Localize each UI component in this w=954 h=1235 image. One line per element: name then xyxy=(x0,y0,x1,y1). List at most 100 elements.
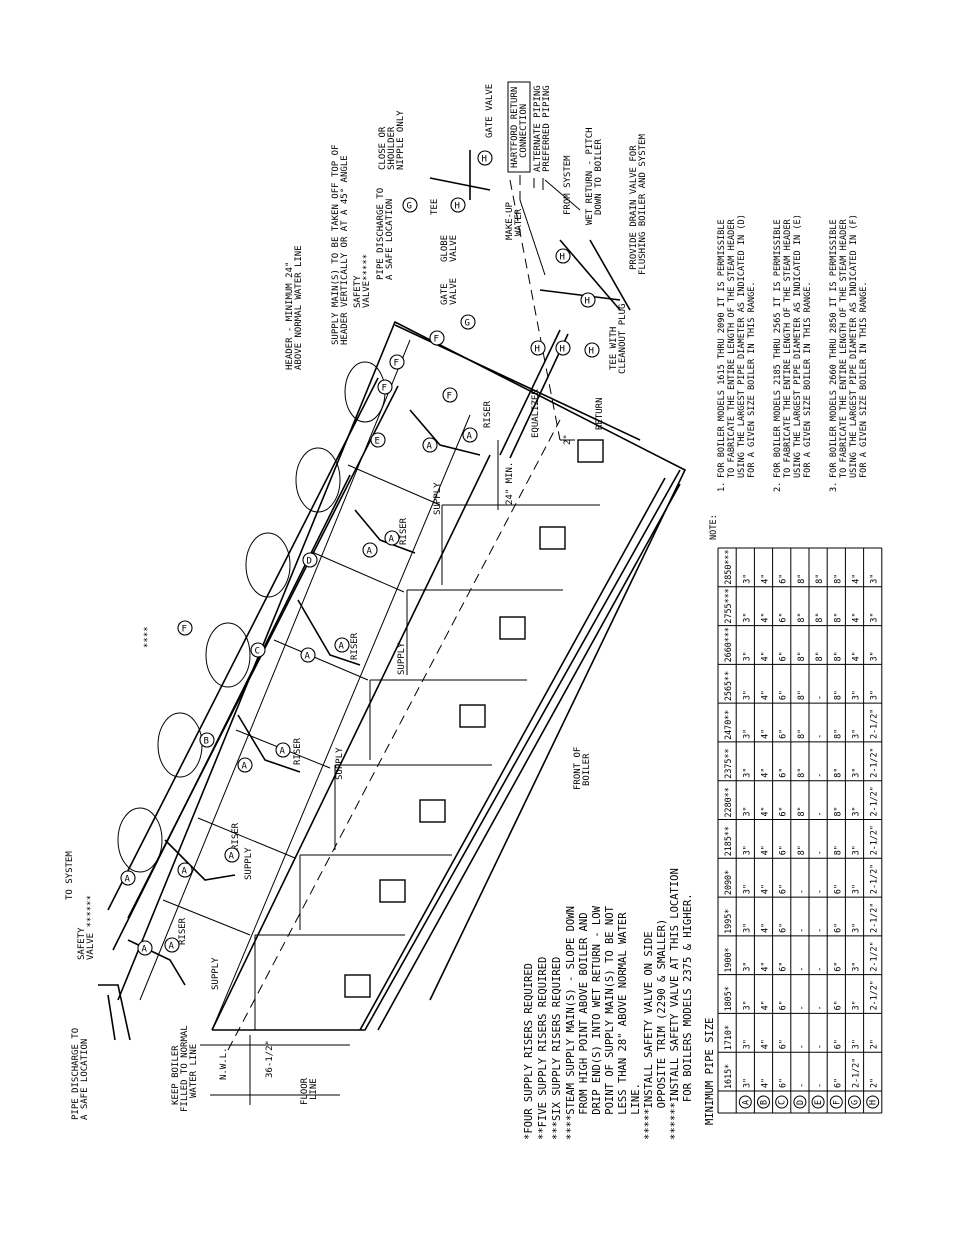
table-cell: 8" xyxy=(814,651,824,661)
table-cell: 8" xyxy=(832,729,842,739)
pipe-discharge-left-label-1: PIPE DISCHARGE TO xyxy=(71,1028,81,1120)
tee-cleanout-label-2: CLEANOUT PLUG xyxy=(618,304,628,374)
table-row-key-circle xyxy=(848,1095,861,1109)
table-cell: 3" xyxy=(869,651,879,661)
svg-text:A: A xyxy=(427,442,433,452)
table-cell: 6" xyxy=(778,574,788,584)
table-cell: 2" xyxy=(869,1078,879,1088)
table-cell: 2-1/2" xyxy=(869,903,879,933)
svg-text:A: A xyxy=(142,945,148,955)
table-cell: - xyxy=(796,1044,806,1049)
table-cell: 4" xyxy=(760,845,770,855)
svg-text:A: A xyxy=(367,547,373,557)
riser-label: RISER xyxy=(483,400,493,428)
table-cell: 3" xyxy=(741,1078,751,1088)
svg-text:H: H xyxy=(482,155,487,165)
table-cell: - xyxy=(814,1044,824,1049)
table-cell: 2-1/2" xyxy=(869,786,879,816)
svg-text:A: A xyxy=(305,652,311,662)
table-cell: 4" xyxy=(760,923,770,933)
table-cell: 8" xyxy=(796,612,806,622)
header-label-1: HEADER - MINIMUM 24" xyxy=(285,262,295,370)
footnote-line: FROM HIGH POINT ABOVE BOILER AND xyxy=(578,912,590,1140)
gate-valve-top-label: GATE VALVE xyxy=(485,84,495,138)
table-cell: 3" xyxy=(851,768,861,778)
table-cell: 8" xyxy=(796,768,806,778)
keep-boiler-label-1: KEEP BOILER xyxy=(171,1045,181,1105)
table-cell: 3" xyxy=(851,1000,861,1010)
note-line: USING THE LARGEST PIPE DIAMETER AS INDIC… xyxy=(737,214,747,478)
table-cell: - xyxy=(796,1083,806,1088)
table-column-header: 1710* xyxy=(723,1025,733,1050)
table-cell: 6" xyxy=(832,1039,842,1049)
footnote-line: **FIVE SUPPLY RISERS REQUIRED xyxy=(537,957,549,1140)
footnote-line: OPPOSITE TRIM (2290 & SMALLER) xyxy=(656,919,668,1140)
table-cell: 2-1/2" xyxy=(869,825,879,855)
table-cell: 2-1/2" xyxy=(869,941,879,971)
table-cell: - xyxy=(796,889,806,894)
table-cell: 4" xyxy=(760,1078,770,1088)
table-cell: 6" xyxy=(832,884,842,894)
table-title: MINIMUM PIPE SIZE xyxy=(704,1018,716,1125)
close-nipple-label-2: SHOULDER xyxy=(387,126,397,170)
gate-valve-mid-label-1: GATE xyxy=(440,283,450,305)
table-cell: 4" xyxy=(760,884,770,894)
table-cell: 3" xyxy=(851,884,861,894)
boiler-front xyxy=(212,419,681,1051)
supply-mains-label-2: HEADER VERTICALLY OR AT A 45° ANGLE xyxy=(340,155,350,345)
note-line: USING THE LARGEST PIPE DIAMETER AS INDIC… xyxy=(849,214,859,478)
callout-h: H xyxy=(450,197,466,213)
globe-valve-label-2: VALVE xyxy=(449,235,459,262)
table-cell: 6" xyxy=(778,845,788,855)
table-cell: 3" xyxy=(741,768,751,778)
table-column-header: 2755*** xyxy=(723,588,733,623)
callout-c: C xyxy=(250,642,266,658)
callout-a: A xyxy=(120,870,136,886)
hartford-return-box: HARTFORD RETURN CONNECTION xyxy=(507,81,531,173)
callout-a: A xyxy=(177,862,193,878)
table-row-key: A xyxy=(740,1100,750,1105)
header-pipe-stars-label: **** xyxy=(143,626,153,648)
table-cell: 3" xyxy=(869,612,879,622)
flue-openings xyxy=(117,361,386,873)
footnotes: *FOUR SUPPLY RISERS REQUIRED **FIVE SUPP… xyxy=(523,868,694,1140)
table-cell: 8" xyxy=(796,690,806,700)
riser-label: RISER xyxy=(178,917,188,945)
dimension-lines xyxy=(200,439,575,1105)
note-line: FOR A GIVEN SIZE BOILER IN THIS RANGE. xyxy=(859,281,869,478)
note-number: 1. xyxy=(717,482,727,492)
table-cell: 6" xyxy=(778,884,788,894)
table-cell: 3" xyxy=(851,729,861,739)
front-of-boiler-label-1: FRONT OF xyxy=(573,747,583,790)
table-cell: 4" xyxy=(851,612,861,622)
riser-label: RISER xyxy=(231,822,241,850)
callout-a: A xyxy=(334,637,350,653)
table-cell: 4" xyxy=(760,690,770,700)
minimum-pipe-size-table: 1615*1710*1805*1900*1995*2090*2185**2280… xyxy=(717,547,883,1114)
supply-risers xyxy=(127,409,481,986)
svg-text:A: A xyxy=(389,535,395,545)
equalizer-label: EQUALIZER xyxy=(531,389,541,438)
svg-text:A: A xyxy=(182,867,188,877)
table-cell: 8" xyxy=(832,612,842,622)
svg-text:H: H xyxy=(455,202,460,212)
tee-cleanout-label-1: TEE WITH xyxy=(609,327,619,370)
footnote-line: ****STEAM SUPPLY MAIN(S) - SLOPE DOWN xyxy=(565,906,577,1140)
footnote-line: LINE. xyxy=(630,1083,642,1140)
table-cell: - xyxy=(814,1005,824,1010)
table-cell: - xyxy=(814,928,824,933)
note-line: TO FABRICATE THE ENTIRE LENGTH OF THE ST… xyxy=(839,218,849,478)
left-discharge-piping xyxy=(98,984,131,1041)
table-cell: 6" xyxy=(778,1000,788,1010)
table-column-header: 2565** xyxy=(723,671,733,701)
note-line: TO FABRICATE THE ENTIRE LENGTH OF THE ST… xyxy=(727,218,737,478)
table-cell: 8" xyxy=(814,612,824,622)
svg-text:D: D xyxy=(307,557,312,567)
note-line: FOR BOILER MODELS 2185 THRU 2565 IT IS P… xyxy=(773,219,783,478)
close-nipple-label-1: CLOSE OR xyxy=(378,126,388,170)
callout-h: H xyxy=(477,150,493,166)
table-cell: - xyxy=(814,773,824,778)
drain-valve-label-2: FLUSHING BOILER AND SYSTEM xyxy=(638,134,648,275)
svg-text:A: A xyxy=(169,942,175,952)
table-cell: 6" xyxy=(832,962,842,972)
